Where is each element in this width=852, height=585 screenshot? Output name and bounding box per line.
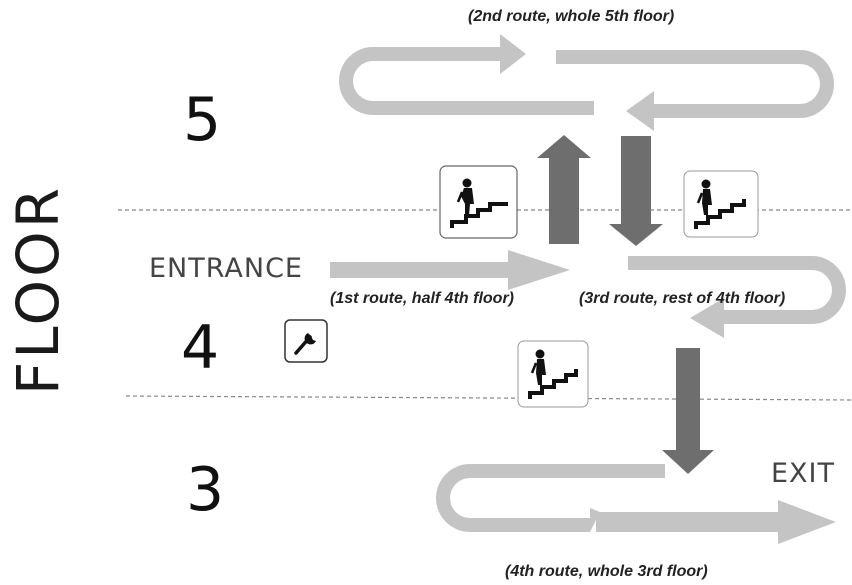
- up-arrow-4-to-5: [537, 135, 591, 244]
- floor-divider-4-3: [125, 395, 852, 401]
- route-4-path: [436, 464, 836, 544]
- route-3-caption: (3rd route, rest of 4th floor): [579, 290, 786, 307]
- floor-number-3: 3: [186, 455, 225, 525]
- route-2-caption: (2nd route, whole 5th floor): [468, 8, 675, 25]
- wrench-icon: [284, 319, 328, 363]
- exit-label: EXIT: [771, 458, 836, 489]
- floor-axis-label: FLOOR: [4, 184, 72, 396]
- stairs-down-icon: [517, 340, 589, 408]
- route-1-caption: (1st route, half 4th floor): [330, 290, 514, 307]
- down-arrow-5-to-4: [609, 136, 663, 246]
- route-4-caption: (4th route, whole 3rd floor): [505, 563, 708, 580]
- route-1-arrow: [330, 250, 570, 290]
- stairs-down-icon: [683, 170, 759, 238]
- route-3-path: [628, 256, 846, 338]
- down-arrow-4-to-3: [662, 348, 714, 474]
- route-2-path: [339, 34, 834, 131]
- entrance-label: ENTRANCE: [149, 253, 303, 284]
- stairs-up-icon: [439, 165, 518, 239]
- floor-number-5: 5: [183, 85, 222, 155]
- floor-number-4: 4: [181, 313, 220, 383]
